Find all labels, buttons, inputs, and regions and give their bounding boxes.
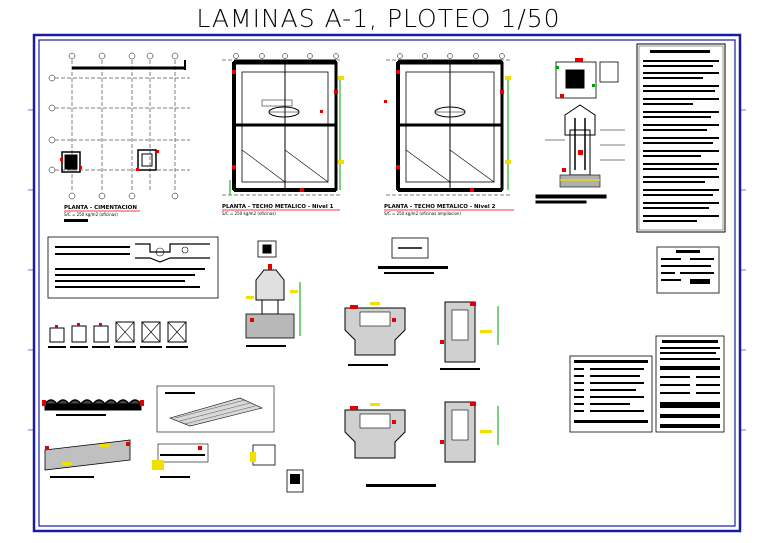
legend-box	[656, 246, 720, 294]
detail-deck-hatch	[156, 385, 275, 433]
plan-label: PLANTA - CIMENTACION	[64, 205, 137, 211]
detail-pedestal	[245, 240, 301, 347]
plan-label: PLANTA - TECHO METALICO - Nivel 1	[222, 204, 334, 210]
plan-note: S/C = 250 kg/m2 (oficinas)	[222, 211, 276, 216]
sheet-border	[28, 33, 746, 533]
plan-note: S/C = 250 kg/m2 (oficinas ampliacion)	[384, 211, 461, 216]
detail-footing-section-c	[344, 403, 436, 487]
plan-roof-level-2	[384, 53, 512, 196]
specification-table-left	[569, 355, 653, 433]
plan-foundation	[48, 52, 190, 200]
plan-label: PLANTA - TECHO METALICO - Nivel 2	[384, 204, 496, 210]
detail-beam-section	[47, 236, 219, 299]
general-notes-panel	[636, 43, 726, 233]
detail-base-plate	[378, 237, 448, 274]
detail-footing-section-d	[440, 401, 499, 463]
sheet-title: LAMINAS A-1, PLOTEO 1/50	[196, 4, 561, 33]
detail-column-footing	[535, 58, 625, 204]
detail-connection-small	[152, 443, 304, 493]
detail-footing-section-b	[440, 301, 499, 370]
plan-roof-level-1	[222, 53, 344, 196]
plan-foundation-label: PLANTA - CIMENTACION S/C = 250 kg/m2 (of…	[64, 205, 140, 222]
plan-roof-level-1-label: PLANTA - TECHO METALICO - Nivel 1 S/C = …	[222, 204, 340, 216]
plan-note: S/C = 250 kg/m2 (oficinas)	[64, 212, 118, 217]
detail-footing-section-a	[344, 302, 406, 366]
title-block-table	[655, 335, 725, 433]
column-sections-row	[48, 321, 188, 348]
plan-roof-level-2-label: PLANTA - TECHO METALICO - Nivel 2 S/C = …	[384, 204, 514, 216]
detail-roof-corrugated	[42, 399, 144, 478]
